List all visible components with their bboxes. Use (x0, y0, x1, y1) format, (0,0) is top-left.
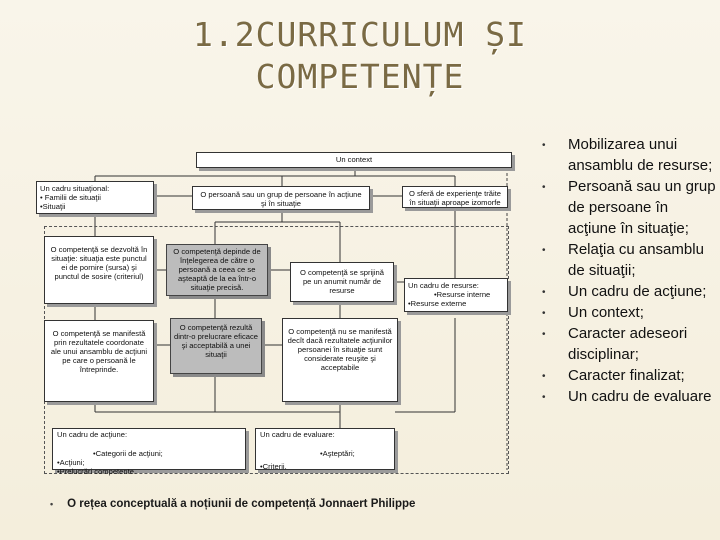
competence-develops-box: O competenţă se dezvoltă în situaţie: si… (44, 236, 154, 304)
competence-relies-box: O competenţă se sprijină pe un anumit nu… (290, 262, 394, 302)
bullet-text: Un cadru de acţiune; (568, 283, 707, 300)
situational-frame-title: Un cadru situaţional: (40, 184, 110, 193)
person-group-box: O persoană sau un grup de persoane în ac… (192, 186, 370, 210)
competence-depends-box: O competenţă depinde de înţelegerea de c… (166, 244, 268, 296)
title-line-2: COMPETENȚE (255, 57, 465, 96)
competence-depends-text: O competenţă depinde de înţelegerea de c… (173, 247, 261, 292)
bullet-item: • Persoană sau un grup de persoane în acţ… (534, 176, 720, 239)
caption-text: O rețea conceptuală a noțiunii de compet… (67, 498, 416, 510)
competence-results-box: O competenţă rezultă dintr-o prelucrare … (170, 318, 262, 374)
bullet-item: • Un cadru de acţiune; (534, 281, 720, 302)
caption-bullet-icon: • (50, 499, 54, 509)
situational-frame-item: • Familii de situaţii (40, 193, 101, 202)
resources-frame-title: Un cadru de resurse: (408, 281, 479, 290)
bullet-text: Mobilizarea unui ansamblu de resurse; (568, 136, 713, 174)
action-frame-item: •Categorii de acţiuni; (93, 449, 163, 458)
competence-manifests-text: O competenţă se manifestă prin rezultate… (50, 329, 148, 374)
competence-relies-text: O competenţă se sprijină pe un anumit nu… (300, 268, 384, 295)
bullet-icon: • (542, 182, 546, 193)
title-line-1: 1.2CURRICULUM ȘI (193, 15, 527, 54)
context-text: Un context (335, 155, 373, 164)
action-frame-title: Un cadru de acţiune: (57, 430, 128, 439)
competence-exists-text: O competenţă nu se manifestă decît dacă … (287, 327, 393, 372)
action-frame-item: •Prelucrări competente. (57, 467, 137, 476)
bullet-icon: • (542, 329, 546, 340)
competence-results-text: O competenţă rezultă dintr-o prelucrare … (174, 323, 258, 359)
evaluation-frame-box: Un cadru de evaluare: •Aşteptări; •Crite… (255, 428, 395, 471)
bullet-icon: • (542, 308, 546, 319)
bullet-item: • Mobilizarea unui ansamblu de resurse; (534, 134, 720, 176)
person-group-text: O persoană sau un grup de persoane în ac… (200, 190, 362, 208)
evaluation-frame-item: •Aşteptări; (320, 449, 355, 458)
competence-develops-text: O competenţă se dezvoltă în situaţie: si… (50, 245, 148, 281)
experience-sphere-box: O sferă de experienţe trăite în situaţii… (402, 186, 508, 208)
evaluation-frame-item: •Criterii. (260, 462, 287, 471)
bullet-text: Caracter finalizat; (568, 367, 685, 384)
bullet-item: • Caracter adeseori disciplinar; (534, 323, 720, 365)
situational-frame-box: Un cadru situaţional: • Familii de situa… (36, 181, 154, 214)
slide-title: 1.2CURRICULUM ȘI COMPETENȚE (150, 14, 570, 98)
situational-frame-item: •Situaţii (40, 202, 66, 211)
bullet-text: Un context; (568, 304, 644, 321)
bullet-text: Relaţia cu ansamblu de situaţii; (568, 241, 704, 279)
bullet-item: • Un context; (534, 302, 720, 323)
action-frame-box: Un cadru de acţiune: •Categorii de acţiu… (52, 428, 246, 476)
bullet-text: Un cadru de evaluare (568, 388, 712, 405)
bullet-text: Persoană sau un grup de persoane în acţi… (568, 178, 716, 237)
diagram-caption: • O rețea conceptuală a noțiunii de compe… (50, 498, 520, 510)
bullet-icon: • (542, 392, 546, 403)
bullet-icon: • (542, 287, 546, 298)
evaluation-frame-title: Un cadru de evaluare: (260, 430, 335, 439)
bullet-item: • Caracter finalizat; (534, 365, 720, 386)
resources-frame-item: •Resurse externe (408, 299, 467, 308)
context-box: Un context (196, 152, 512, 168)
competence-manifests-box: O competenţă se manifestă prin rezultate… (44, 320, 154, 402)
action-frame-item: •Acţiuni; (57, 458, 85, 467)
resources-frame-item: •Resurse interne (434, 290, 491, 299)
experience-sphere-text: O sferă de experienţe trăite în situaţii… (408, 189, 502, 207)
bullet-list: • Mobilizarea unui ansamblu de resurse; •… (534, 134, 720, 407)
bullet-item: • Un cadru de evaluare (534, 386, 720, 407)
bullet-icon: • (542, 371, 546, 382)
bullet-icon: • (542, 140, 546, 151)
competence-exists-box: O competenţă nu se manifestă decît dacă … (282, 318, 398, 402)
bullet-icon: • (542, 245, 546, 256)
bullet-item: • Relaţia cu ansamblu de situaţii; (534, 239, 720, 281)
resources-frame-box: Un cadru de resurse: •Resurse interne •R… (404, 278, 508, 312)
bullet-text: Caracter adeseori disciplinar; (568, 325, 688, 363)
